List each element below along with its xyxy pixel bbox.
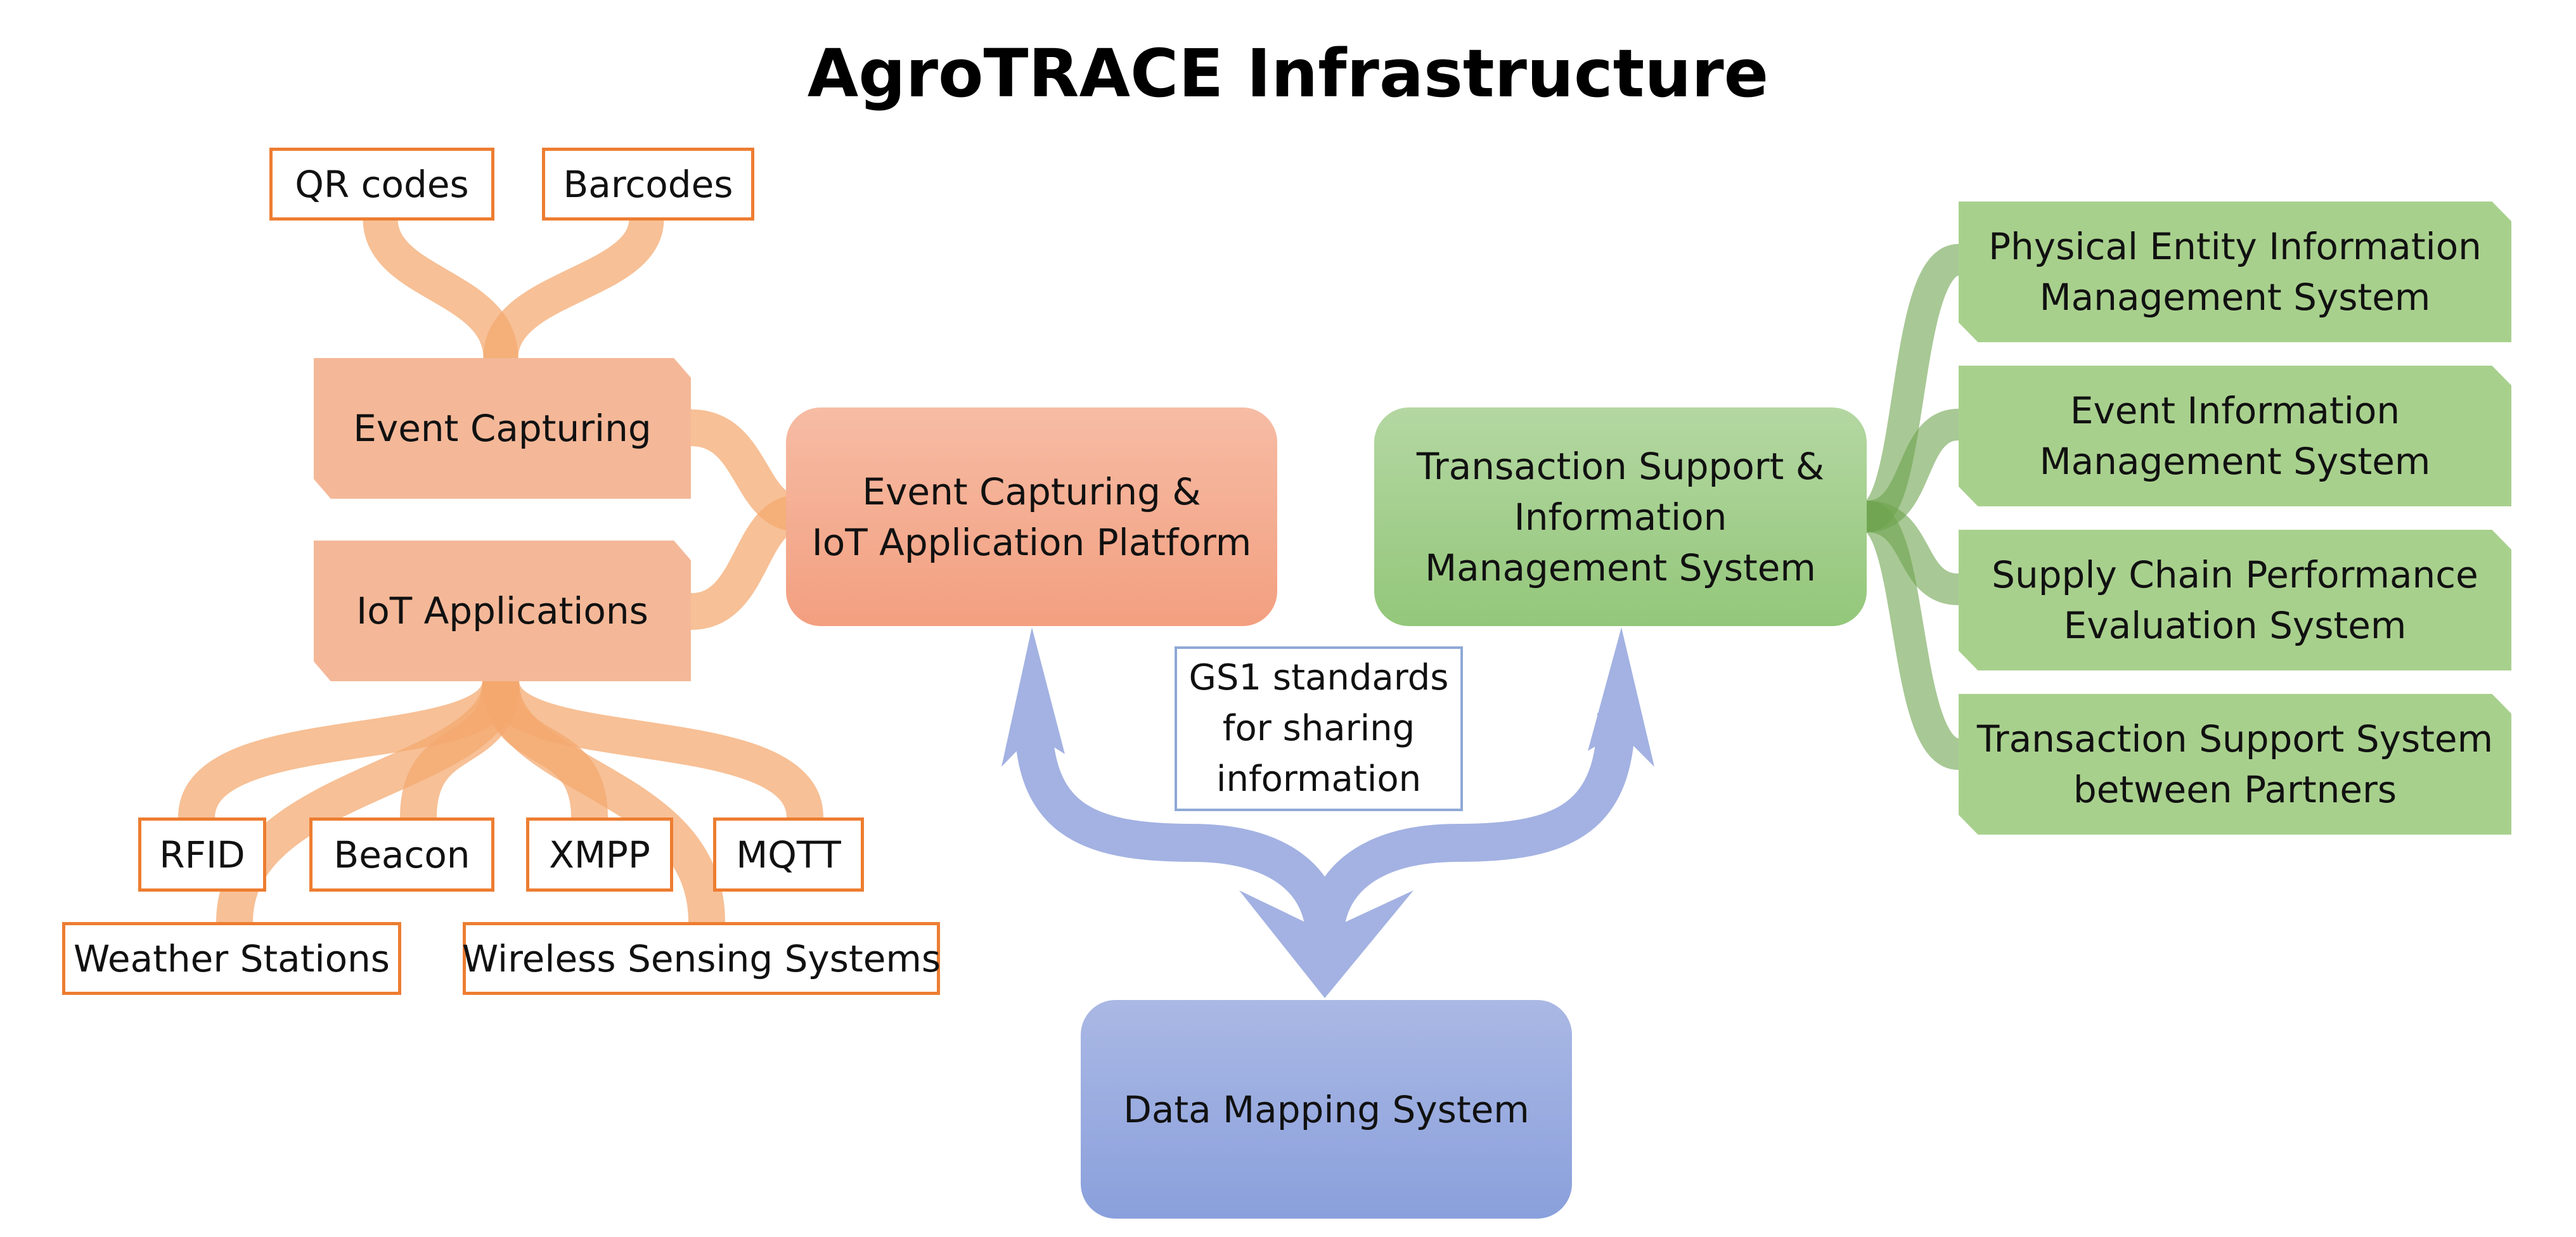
source-beacon: Beacon xyxy=(309,817,494,892)
physical-entity-system-box: Physical Entity Information Management S… xyxy=(1959,202,2511,342)
event-information-system-box: Event Information Management System xyxy=(1959,366,2511,506)
blue-arrows xyxy=(1014,712,1635,939)
transaction-support-partners-box: Transaction Support System between Partn… xyxy=(1959,694,2511,835)
arrowhead-up-left xyxy=(1001,627,1065,767)
source-qr-codes: QR codes xyxy=(269,148,494,221)
link-wireless-sensing xyxy=(482,680,725,923)
source-rfid: RFID xyxy=(138,817,266,892)
source-xmpp: XMPP xyxy=(526,817,673,892)
gs1-standards-label: GS1 standards for sharing information xyxy=(1175,646,1463,811)
platform-box: Event Capturing & IoT Application Platfo… xyxy=(786,407,1277,626)
source-mqtt: MQTT xyxy=(713,817,864,892)
source-weather-stations: Weather Stations xyxy=(62,922,401,995)
link-iot-applications xyxy=(689,495,801,630)
transaction-support-box: Transaction Support & Information Manage… xyxy=(1374,407,1867,626)
arrow-shaft-left xyxy=(1014,715,1344,939)
green-links xyxy=(1863,244,1962,770)
link-barcodes xyxy=(483,217,664,360)
source-barcodes: Barcodes xyxy=(542,148,754,221)
source-wireless-sensing-systems: Wireless Sensing Systems xyxy=(462,922,941,995)
data-mapping-box: Data Mapping System xyxy=(1081,1000,1572,1219)
link-qr-codes xyxy=(363,217,518,359)
iot-applications-box: IoT Applications xyxy=(314,541,691,681)
arrowhead-up-right xyxy=(1588,627,1654,767)
supply-chain-evaluation-box: Supply Chain Performance Evaluation Syst… xyxy=(1959,530,2511,670)
page-title: AgroTRACE Infrastructure xyxy=(807,35,1769,112)
arrowhead-down xyxy=(1239,890,1414,998)
arrow-shaft-right xyxy=(1306,712,1635,939)
blue-arrowheads xyxy=(1001,627,1654,998)
event-capturing-box: Event Capturing xyxy=(314,358,691,499)
link-transaction-partners xyxy=(1863,501,1962,770)
